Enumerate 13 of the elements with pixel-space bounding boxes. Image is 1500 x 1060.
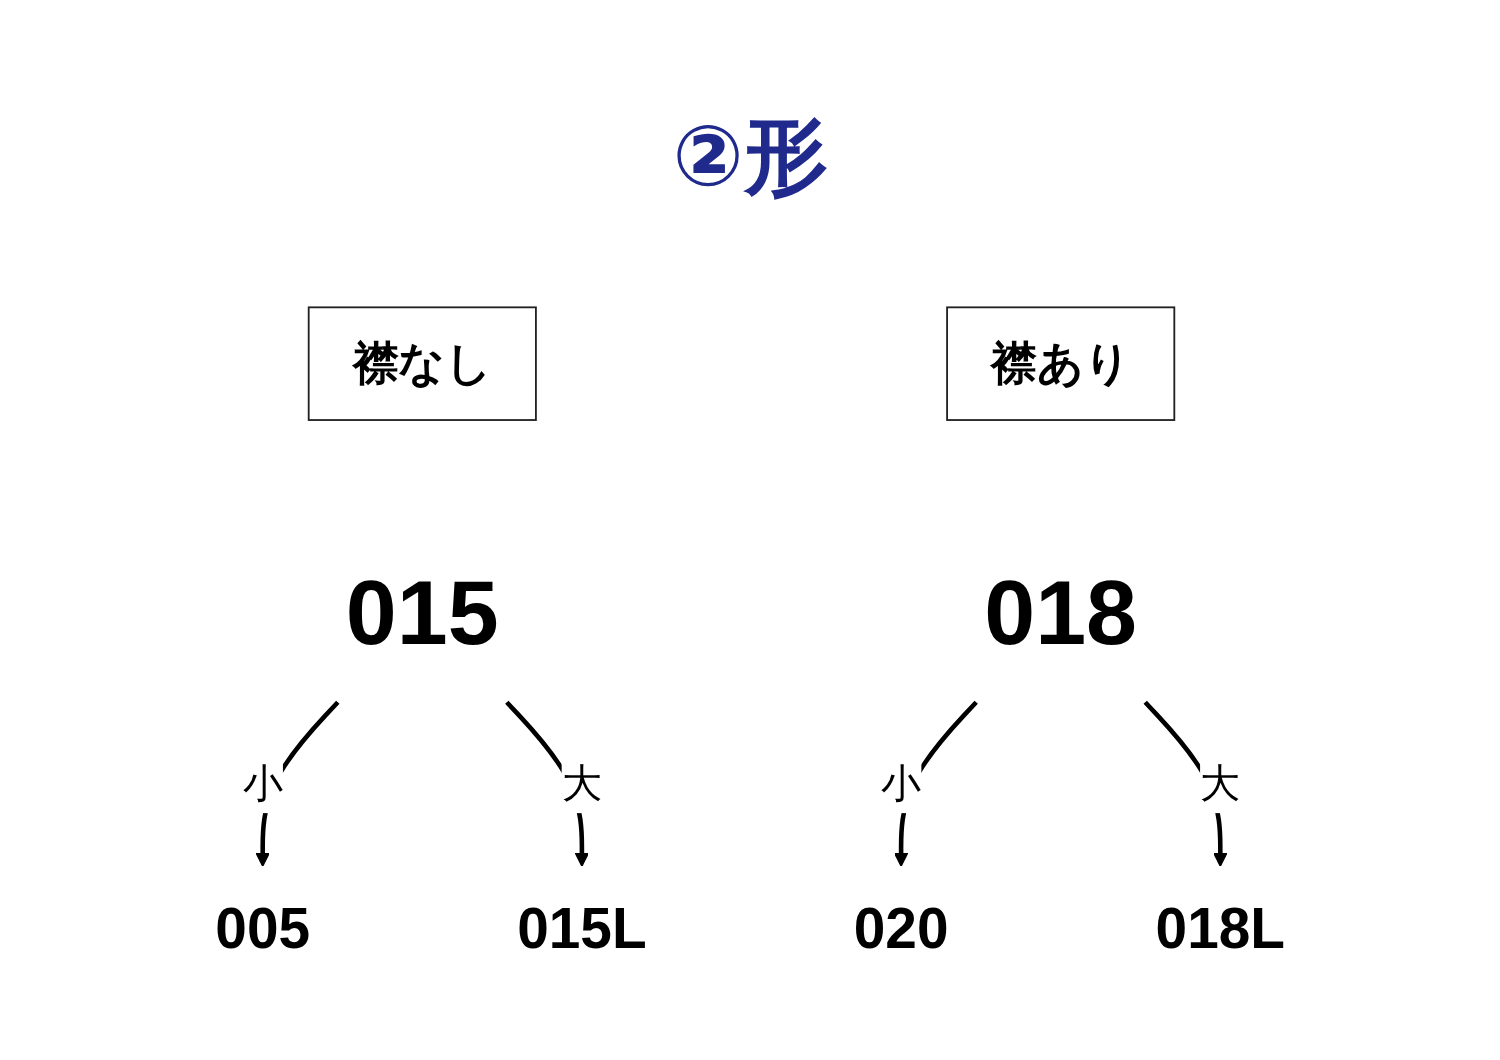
node-box: 襟なし	[307, 306, 537, 421]
title: ②形	[672, 110, 828, 203]
edge-label: 小	[242, 759, 283, 805]
node-text: 020	[853, 896, 949, 960]
node-text: 015	[345, 560, 499, 663]
edge-label: 小	[880, 759, 922, 805]
edge-label: 大	[1199, 759, 1241, 805]
node-text: 018	[984, 560, 1137, 663]
node-text: 018L	[1155, 896, 1285, 960]
node-text: 005	[215, 896, 310, 960]
edge-label: 大	[561, 759, 602, 805]
node-text: 015L	[516, 896, 647, 960]
node-box: 襟あり	[946, 306, 1176, 421]
